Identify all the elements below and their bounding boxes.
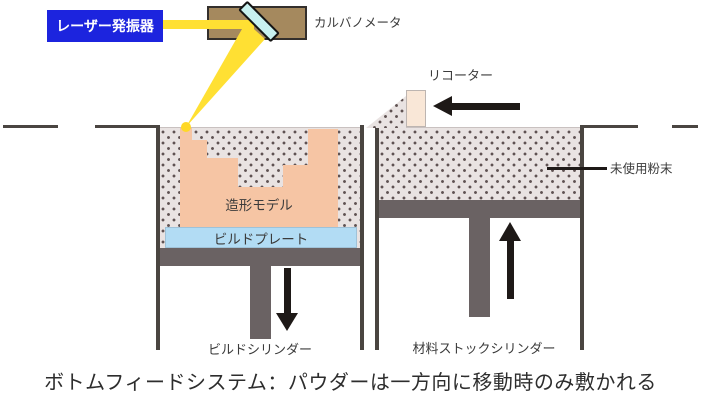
build-plate-label: ビルドプレート xyxy=(213,231,309,247)
build-cylinder-label: ビルドシリンダー xyxy=(207,342,312,357)
build-plate: ビルドプレート xyxy=(165,227,357,248)
stock-piston-head xyxy=(379,200,580,218)
unused-powder-label: 未使用粉末 xyxy=(610,162,673,176)
table-surface-line-right-inner xyxy=(583,125,638,128)
diagram-caption: ボトムフィードシステム：パウダーは一方向に移動時のみ敷かれる xyxy=(44,372,657,394)
build-piston-down-arrow-shaft xyxy=(284,268,291,313)
galvanometer-label: カルバノメータ xyxy=(314,16,402,30)
build-piston-down-arrow-head xyxy=(276,313,298,331)
stock-cylinder-right-wall xyxy=(580,125,584,350)
stock-chamber-powder xyxy=(379,127,580,201)
recoater-arrow-shaft xyxy=(452,103,520,110)
table-surface-line-left-outer xyxy=(3,125,58,128)
powder-pile xyxy=(366,96,406,128)
build-cylinder-left-wall xyxy=(156,125,160,350)
table-surface-line-right-outer xyxy=(672,125,698,128)
recoater-blade xyxy=(406,90,426,127)
table-surface-line-left-inner xyxy=(95,125,160,128)
model-label: 造形モデル xyxy=(225,198,293,213)
build-piston-head xyxy=(160,248,360,266)
stock-piston-up-arrow-head xyxy=(499,222,521,241)
recoater-label: リコーター xyxy=(428,68,494,83)
build-cylinder-right-wall xyxy=(360,125,364,350)
recoater-arrow-head xyxy=(433,96,452,116)
stock-cylinder-label: 材料ストックシリンダー xyxy=(412,341,556,356)
build-piston-rod xyxy=(250,266,271,339)
stock-cylinder-left-wall xyxy=(375,125,379,350)
stock-piston-rod xyxy=(469,218,490,317)
laser-oscillator-box: レーザー発振器 xyxy=(47,10,163,42)
laser-oscillator-label: レーザー発振器 xyxy=(56,18,154,34)
stock-piston-up-arrow-shaft xyxy=(507,241,514,299)
